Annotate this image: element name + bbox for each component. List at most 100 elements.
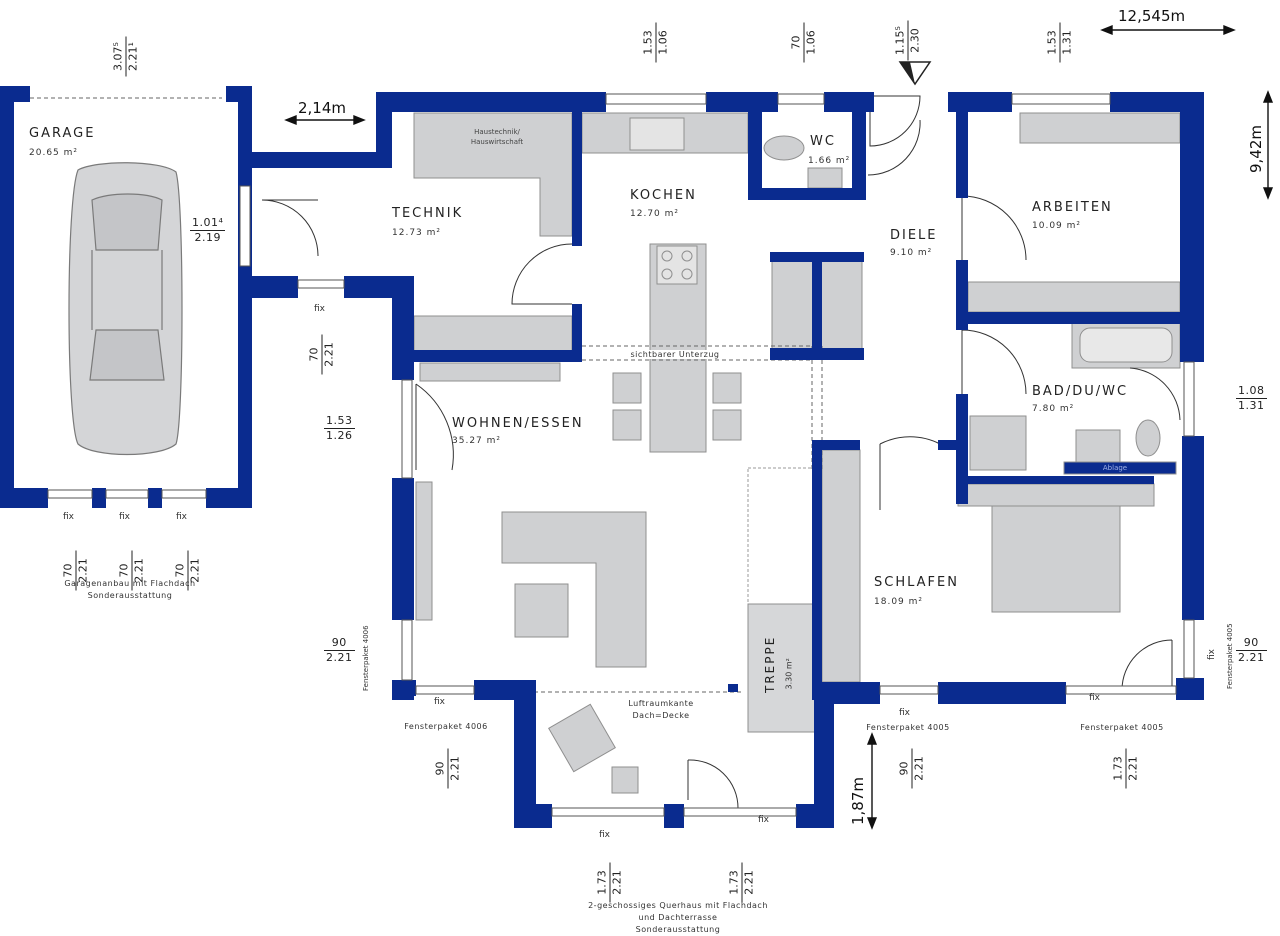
label-querhaus-3: Sonderausstattung <box>635 925 721 934</box>
furniture-layer <box>413 112 1181 794</box>
walls <box>0 86 1204 828</box>
label-luftraum-2: Dach=Decke <box>632 711 690 720</box>
shower <box>969 415 1027 471</box>
frac-top: 70 <box>307 334 323 375</box>
frac-top: 90 <box>1236 636 1267 651</box>
frac-top: 1.15⁵ <box>893 20 909 61</box>
burner <box>661 268 673 280</box>
room-name-technik: TECHNIK <box>392 206 464 221</box>
frac-bot: 2.21 <box>742 870 756 895</box>
label-fensterpaket-4006-bottom: Fensterpaket 4006 <box>404 722 488 731</box>
dim-querhaus-depth: 1,87m <box>849 776 867 825</box>
frac-bot: 2.21 <box>1238 651 1265 664</box>
frac-top: 70 <box>117 550 133 591</box>
frac-top: 1.53 <box>641 22 657 63</box>
fix-label: fix <box>434 697 445 707</box>
room-area-diele: 9.10 m² <box>890 248 933 258</box>
chair <box>612 372 642 404</box>
room-name-diele: DIELE <box>890 228 938 243</box>
frac-bot: 2.21¹ <box>126 42 140 71</box>
frac-bot: 1.31 <box>1238 399 1265 412</box>
label-fensterpaket-4006-side: Fensterpaket 4006 <box>362 625 370 691</box>
fix-label: fix <box>63 512 74 522</box>
room-name-bad: BAD/DU/WC <box>1032 384 1129 399</box>
label-hauswirtschaft: Hauswirtschaft <box>470 138 524 146</box>
burner <box>681 250 693 262</box>
bed <box>991 505 1121 613</box>
chair <box>612 409 642 441</box>
frac-top: 70 <box>61 550 77 591</box>
frac-bot: 2.21 <box>76 558 90 583</box>
frac-bot: 1.31 <box>1060 30 1074 55</box>
washbasin <box>1075 429 1121 463</box>
toilet <box>1135 419 1161 457</box>
dimension-arrows <box>284 24 1274 830</box>
frac-top: 90 <box>324 636 355 651</box>
arbeiten-desk <box>1019 112 1181 144</box>
sideboard <box>419 362 561 382</box>
label-fensterpaket-4005-bottom-1: Fensterpaket 4005 <box>866 723 950 732</box>
frac-top: 70 <box>789 22 805 63</box>
room-area-kochen: 12.70 m² <box>630 209 680 219</box>
armchair <box>548 703 616 773</box>
room-area-wohnen: 35.27 m² <box>452 436 502 446</box>
frac-bot: 2.30 <box>908 28 922 53</box>
cooktop <box>656 245 698 285</box>
room-area-arbeiten: 10.09 m² <box>1032 221 1082 231</box>
label-fensterpaket-4005-side: Fensterpaket 4005 <box>1226 623 1234 689</box>
frac-top: 90 <box>897 748 913 789</box>
frac-bot: 2.21 <box>322 342 336 367</box>
frac-top: 1.01⁴ <box>190 216 226 231</box>
chair <box>712 372 742 404</box>
kitchen-sink <box>629 117 685 151</box>
label-ablage: Ablage <box>1102 464 1128 472</box>
room-name-arbeiten: ARBEITEN <box>1032 200 1113 215</box>
frac-top: 1.53 <box>1045 22 1061 63</box>
label-luftraum-1: Luftraumkante <box>628 699 694 708</box>
frac-bot: 2.21 <box>912 756 926 781</box>
dim-total-width: 12,545m <box>1118 7 1186 25</box>
fix-label: fix <box>599 830 610 840</box>
entrance-arrow <box>898 61 932 86</box>
fix-label: fix <box>1207 649 1217 660</box>
frac-bot: 2.21 <box>326 651 353 664</box>
frac-top: 3.07⁵ <box>111 36 127 77</box>
fix-label: fix <box>1089 693 1100 703</box>
frac-top: 90 <box>433 748 449 789</box>
wc-toilet <box>763 135 805 161</box>
label-haustechnik: Haustechnik/ <box>474 128 520 136</box>
label-querhaus-2: und Dachterrasse <box>638 913 718 922</box>
frac-top: 1.53 <box>324 414 355 429</box>
room-area-technik: 12.73 m² <box>392 228 442 238</box>
side-table <box>611 766 639 794</box>
ablage <box>1063 461 1177 475</box>
bed-headboard <box>957 483 1155 507</box>
frac-top: 1.08 <box>1236 384 1267 399</box>
car <box>68 162 183 456</box>
burner <box>661 250 673 262</box>
low-board <box>415 481 433 621</box>
fix-label: fix <box>758 815 769 825</box>
room-area-treppe: 3.30 m² <box>784 658 794 690</box>
room-area-bad: 7.80 m² <box>1032 404 1075 414</box>
wc-basin <box>807 167 843 189</box>
frac-top: 1.73 <box>727 862 743 903</box>
frac-bot: 2.21 <box>188 558 202 583</box>
frac-bot: 2.21 <box>448 756 462 781</box>
windows <box>47 93 1195 817</box>
room-name-schlafen: SCHLAFEN <box>874 575 959 590</box>
room-area-schlafen: 18.09 m² <box>874 597 924 607</box>
